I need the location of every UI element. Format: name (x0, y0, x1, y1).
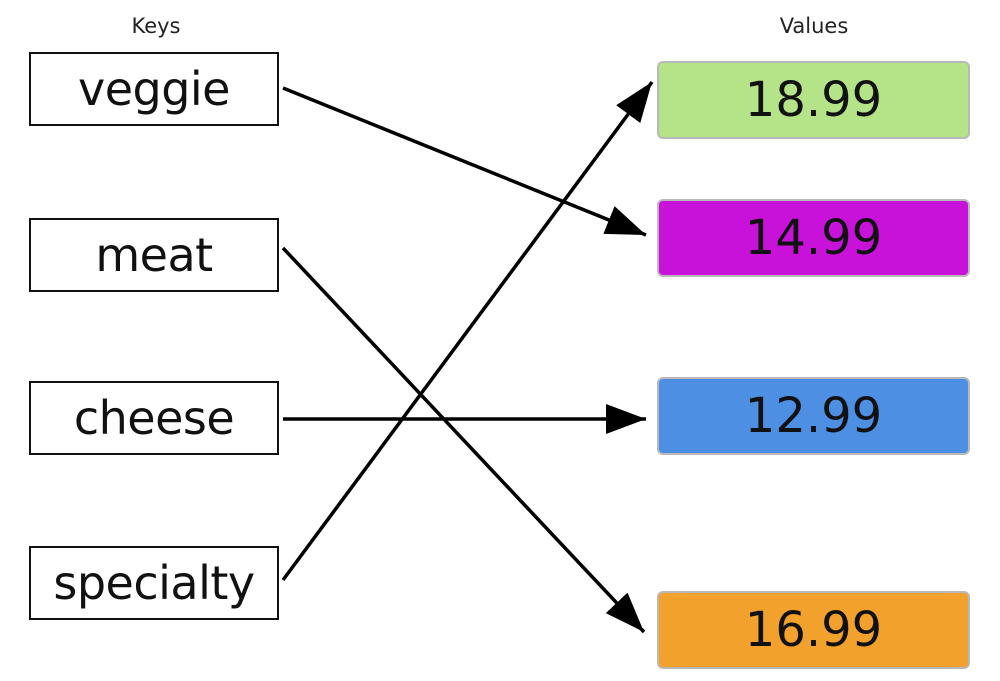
arrow-specialty-to-18-99 (281, 80, 654, 582)
key-box-specialty: specialty (29, 546, 279, 620)
arrow-veggie-to-14-99 (282, 86, 647, 237)
key-box-veggie: veggie (29, 52, 279, 126)
value-box-3: 12.99 (657, 377, 970, 455)
value-box-2: 14.99 (657, 199, 970, 277)
key-box-cheese: cheese (29, 381, 279, 455)
arrow-meat-to-16-99 (281, 246, 646, 634)
keys-header: Keys (131, 14, 181, 38)
key-box-meat: meat (29, 218, 279, 292)
value-box-4: 16.99 (657, 591, 970, 669)
value-box-1: 18.99 (657, 61, 970, 139)
values-header: Values (779, 14, 849, 38)
